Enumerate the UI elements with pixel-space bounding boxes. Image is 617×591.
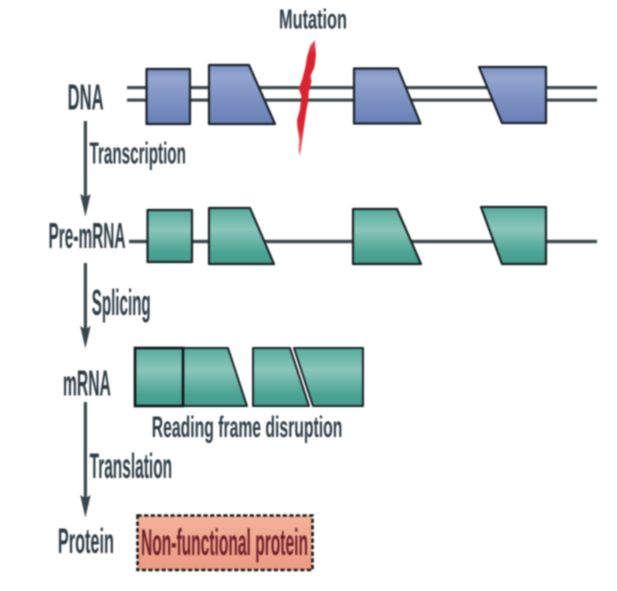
- svg-text:mRNA: mRNA: [63, 363, 111, 404]
- svg-text:Non-functional protein: Non-functional protein: [141, 522, 308, 563]
- svg-text:Transcription: Transcription: [90, 136, 186, 171]
- svg-text:Translation: Translation: [90, 447, 173, 486]
- svg-text:Splicing: Splicing: [92, 282, 151, 323]
- svg-text:Protein: Protein: [58, 522, 114, 561]
- svg-text:DNA: DNA: [68, 77, 104, 118]
- svg-text:Mutation: Mutation: [279, 4, 347, 35]
- svg-text:Pre-mRNA: Pre-mRNA: [49, 215, 126, 256]
- svg-text:Reading frame disruption: Reading frame disruption: [152, 411, 342, 444]
